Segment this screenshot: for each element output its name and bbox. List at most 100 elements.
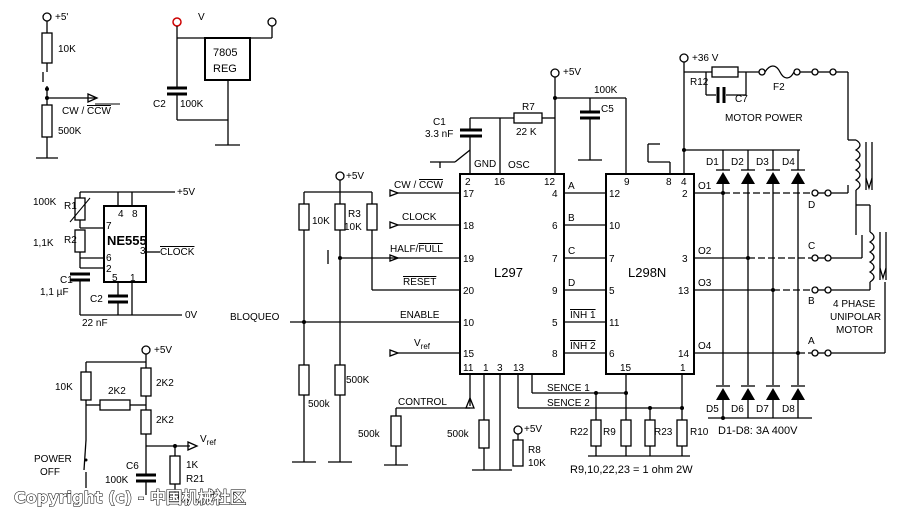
l297-input-network: +5V 10K R3 10K 500k 500K BLOQUEO ENABLE xyxy=(230,171,460,463)
c2b-value: 22 nF xyxy=(82,318,108,329)
resistor-500k-d xyxy=(478,419,490,449)
resistor-10k-top xyxy=(41,32,53,64)
l297-pin-label: 16 xyxy=(494,177,506,188)
plus5v-input-label: +5V xyxy=(346,171,364,182)
r-500k-label: 500K xyxy=(58,126,82,137)
resistor-2k2-horizontal xyxy=(99,399,131,411)
c5-label: C5 xyxy=(601,104,614,115)
o4-label: O4 xyxy=(698,341,712,352)
l298-pin-label: 4 xyxy=(681,177,687,188)
r8-value: 10K xyxy=(528,458,546,469)
sense-resistor-note: R9,10,22,23 = 1 ohm 2W xyxy=(570,464,693,476)
r-500k-a-label: 500k xyxy=(308,399,331,410)
phase-c-terminal xyxy=(811,254,819,262)
vref-out-label: Vref xyxy=(200,434,217,447)
motor-label-3: MOTOR xyxy=(836,325,873,336)
motor-terminal xyxy=(811,68,819,76)
resistor-r10 xyxy=(676,419,688,447)
input-arrow-icon xyxy=(389,254,400,262)
plus36v-terminal xyxy=(679,53,689,63)
c1-label: C1 xyxy=(60,275,73,286)
r9-label: R9 xyxy=(603,427,616,438)
input-arrow-icon xyxy=(389,189,400,197)
sence2-label: SENCE 2 xyxy=(547,398,590,409)
l297-pin-label: 6 xyxy=(552,221,558,232)
l297-pin-label: 3 xyxy=(497,363,503,374)
l298-pin-label: 7 xyxy=(609,254,615,265)
pin5-label: 5 xyxy=(112,273,118,284)
l298-pin-label: 8 xyxy=(666,177,672,188)
resistor-2k2-upper xyxy=(140,367,152,397)
r10-label: R10 xyxy=(690,427,709,438)
l298-pin-label: 12 xyxy=(609,189,621,200)
resistor-500k-top xyxy=(41,104,53,138)
c1-top-label: C1 xyxy=(433,117,446,128)
l297-pin-label: 17 xyxy=(463,189,475,200)
d4-label: D4 xyxy=(782,157,795,168)
l297-pin-label: 13 xyxy=(513,363,525,374)
c1-top-value: 3.3 nF xyxy=(425,129,453,140)
resistor-r12 xyxy=(711,66,739,78)
l297-chip xyxy=(459,173,565,375)
plus5v-vref-terminal xyxy=(141,345,151,355)
control-label: CONTROL xyxy=(398,397,447,408)
resistor-r7 xyxy=(513,112,543,124)
c7-label: C7 xyxy=(735,94,748,105)
regulator-7805: V 7805 REG C2 100K xyxy=(153,12,277,146)
r-2k2-a-label: 2K2 xyxy=(108,386,126,397)
l298-pin-label: 13 xyxy=(678,286,690,297)
diode-d1 xyxy=(716,172,730,184)
signal-b-label: B xyxy=(568,213,575,224)
r1-label: R1 xyxy=(64,201,77,212)
r-100k-top-label: 100K xyxy=(594,85,618,96)
phase-d-terminal xyxy=(811,189,819,197)
plus5-terminal xyxy=(42,12,52,22)
d8-label: D8 xyxy=(782,404,795,415)
phase-a-label: A xyxy=(808,336,815,347)
motor-label-1: 4 PHASE xyxy=(833,299,876,310)
plus5v-top-label: +5V xyxy=(563,67,581,78)
plus5v-top-terminal xyxy=(550,68,560,78)
diode-d5 xyxy=(716,388,730,400)
power-off-label-2: OFF xyxy=(40,467,60,478)
coil-arrow-icon xyxy=(879,267,887,281)
enable-label: ENABLE xyxy=(400,310,440,321)
l298-pin-label: 11 xyxy=(609,318,620,329)
resistor-500k-b xyxy=(334,364,346,396)
arrow-icon xyxy=(87,92,99,104)
zero-v-label: 0V xyxy=(185,310,198,321)
l297-pin-label: 11 xyxy=(463,363,474,374)
input-arrow-icon xyxy=(389,221,400,229)
clock-input-label: CLOCK xyxy=(402,212,437,223)
r2-value: 1,1K xyxy=(33,238,54,249)
l298-pin-label: 5 xyxy=(609,286,615,297)
resistor-2k2-lower xyxy=(140,409,152,435)
motor-label-2: UNIPOLAR xyxy=(830,312,881,323)
l297-chip-group: L297 2 16 12 17 18 19 20 10 15 11 1 3 13… xyxy=(358,67,627,471)
coil-arrow-icon xyxy=(865,177,873,191)
pin8-label: 8 xyxy=(132,209,138,220)
l298-pin-label: 6 xyxy=(609,349,615,360)
c2-value: 100K xyxy=(180,99,204,110)
l298-pin-label: 10 xyxy=(609,221,621,232)
copyright-watermark: Copyright (c) - 中国机械社区 xyxy=(14,488,246,507)
fuse-terminal xyxy=(793,68,801,76)
diode-d4 xyxy=(791,172,805,184)
l298n-label: L298N xyxy=(628,265,666,280)
diode-d3 xyxy=(766,172,780,184)
r-500k-b-label: 500K xyxy=(346,375,370,386)
plus5v-555-label: +5V xyxy=(177,187,195,198)
cw-ccw-selector: +5' 10K CW / CCW 500K xyxy=(36,12,120,159)
output-terminal xyxy=(267,17,277,27)
r-10k-a-label: 10K xyxy=(312,216,330,227)
r-2k2-b-label: 2K2 xyxy=(156,378,174,389)
cw-ccw-input-label: CW / CCW xyxy=(394,180,443,191)
l298-pin-label: 15 xyxy=(620,363,632,374)
plus5v-r8-label: +5V xyxy=(524,424,542,435)
fuse-f2 xyxy=(764,65,795,79)
c2-label: C2 xyxy=(153,99,166,110)
r8-label: R8 xyxy=(528,445,541,456)
l297-pin-label: 20 xyxy=(463,286,475,297)
ne555-oscillator: +5V 100K R1 1,1K R2 C1 1,1 µF NE555 4 8 … xyxy=(33,187,198,329)
